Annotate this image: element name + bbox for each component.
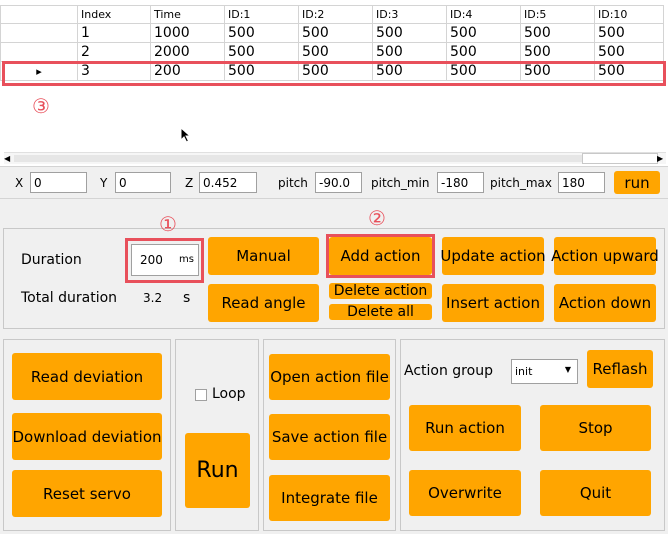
reflash-button[interactable]: Reflash: [587, 350, 653, 388]
x-label: X: [15, 176, 24, 190]
table-cell[interactable]: 500: [298, 42, 373, 62]
table-header-cell: ID:2: [298, 5, 373, 24]
table-header-cell: ID:5: [520, 5, 595, 24]
run-coordinates-button[interactable]: run: [614, 171, 660, 194]
x-field[interactable]: 0: [30, 172, 87, 193]
table-cell[interactable]: 2: [77, 42, 151, 62]
total-duration-label: Total duration: [21, 290, 118, 306]
read-deviation-button[interactable]: Read deviation: [12, 353, 162, 400]
stop-button[interactable]: Stop: [540, 405, 651, 451]
z-field[interactable]: 0.452: [199, 172, 257, 193]
run-action-button[interactable]: Run action: [409, 405, 521, 451]
annotation-three: ③: [32, 94, 50, 118]
table-cell: [0, 42, 78, 62]
pitch-field[interactable]: -90.0: [315, 172, 362, 193]
open-action-file-button[interactable]: Open action file: [269, 354, 390, 400]
y-label: Y: [100, 176, 108, 190]
update-action-button[interactable]: Update action: [440, 237, 546, 275]
reset-servo-button[interactable]: Reset servo: [12, 470, 162, 517]
mouse-pointer-icon: [180, 127, 192, 143]
loop-checkbox[interactable]: [195, 389, 207, 401]
pitch-min-field[interactable]: -180: [437, 172, 484, 193]
table-cell[interactable]: 500: [520, 42, 595, 62]
table-header-cell: Index: [77, 5, 151, 24]
run-loop-button[interactable]: Run: [185, 433, 250, 508]
table-header-cell: ID:10: [594, 5, 664, 24]
table-cell[interactable]: 500: [520, 23, 595, 43]
integrate-file-button[interactable]: Integrate file: [269, 475, 390, 521]
scroll-right-icon[interactable]: ▶: [657, 154, 664, 163]
highlight-duration: [125, 238, 204, 283]
table-cell[interactable]: 500: [446, 42, 521, 62]
pitch-label: pitch: [278, 176, 308, 190]
table-header-cell: ID:1: [224, 5, 299, 24]
table-header-cell: ID:3: [372, 5, 447, 24]
table-row[interactable]: 2 2000 500 500 500 500 500 500: [0, 42, 664, 62]
action-upward-button[interactable]: Action upward: [551, 237, 659, 275]
read-angle-button[interactable]: Read angle: [208, 284, 319, 322]
highlight-add-action: [326, 234, 435, 278]
action-group-label: Action group: [404, 363, 493, 379]
table-header-row: Index Time ID:1 ID:2 ID:3 ID:4 ID:5 ID:1…: [0, 5, 664, 24]
table-header-cell: [0, 5, 78, 24]
total-duration-unit: s: [183, 290, 191, 306]
table-header-cell: ID:4: [446, 5, 521, 24]
table-header-cell: Time: [150, 5, 225, 24]
action-group-selected: init: [515, 365, 533, 378]
chevron-down-icon: ▼: [564, 365, 571, 374]
table-cell[interactable]: 500: [224, 42, 299, 62]
download-deviation-button[interactable]: Download deviation: [12, 413, 162, 460]
horizontal-scrollbar[interactable]: ◀ ▶: [4, 152, 666, 164]
highlight-selected-row: [2, 61, 666, 86]
scroll-left-icon[interactable]: ◀: [4, 154, 11, 163]
table-cell[interactable]: 500: [372, 42, 447, 62]
pitch-max-field[interactable]: 180: [558, 172, 605, 193]
overwrite-button[interactable]: Overwrite: [409, 470, 521, 516]
table-cell[interactable]: 500: [520, 61, 595, 81]
manual-button[interactable]: Manual: [208, 237, 319, 275]
action-group-select[interactable]: init ▼: [511, 359, 578, 384]
save-action-file-button[interactable]: Save action file: [269, 414, 390, 460]
duration-label: Duration: [21, 252, 82, 268]
total-duration-value: 3.2: [143, 291, 163, 305]
y-field[interactable]: 0: [115, 172, 171, 193]
annotation-one: ①: [159, 212, 177, 236]
table-cell[interactable]: 1000: [150, 23, 225, 43]
duration-unit: ms: [179, 254, 194, 265]
table-cell: [0, 23, 78, 43]
action-table-grid: Index Time ID:1 ID:2 ID:3 ID:4 ID:5 ID:1…: [0, 5, 664, 81]
action-down-button[interactable]: Action down: [554, 284, 656, 322]
pitch-min-label: pitch_min: [371, 176, 430, 190]
table-row[interactable]: 1 1000 500 500 500 500 500 500: [0, 23, 664, 43]
table-cell[interactable]: 500: [594, 42, 664, 62]
z-label: Z: [185, 176, 194, 190]
table-cell[interactable]: 500: [594, 23, 664, 43]
annotation-two: ②: [368, 206, 386, 230]
table-cell[interactable]: 500: [446, 23, 521, 43]
loop-label: Loop: [212, 386, 246, 402]
table-cell[interactable]: 500: [372, 23, 447, 43]
duration-input[interactable]: 200: [140, 253, 163, 267]
scrollbar-thumb[interactable]: [582, 153, 658, 164]
pitch-max-label: pitch_max: [490, 176, 553, 190]
table-cell[interactable]: 2000: [150, 42, 225, 62]
delete-action-button[interactable]: Delete action: [329, 283, 432, 299]
table-cell[interactable]: 500: [594, 61, 664, 81]
insert-action-button[interactable]: Insert action: [442, 284, 544, 322]
duration-field: 200 ms: [131, 244, 199, 276]
coordinate-bar: X 0 Y 0 Z 0.452 pitch -90.0 pitch_min -1…: [0, 167, 668, 199]
scrollbar-track[interactable]: [14, 155, 584, 162]
delete-all-button[interactable]: Delete all: [329, 304, 432, 320]
table-cell[interactable]: 500: [224, 23, 299, 43]
table-cell[interactable]: 1: [77, 23, 151, 43]
table-cell[interactable]: 500: [298, 23, 373, 43]
quit-button[interactable]: Quit: [540, 470, 651, 516]
add-action-button[interactable]: Add action: [329, 237, 432, 275]
